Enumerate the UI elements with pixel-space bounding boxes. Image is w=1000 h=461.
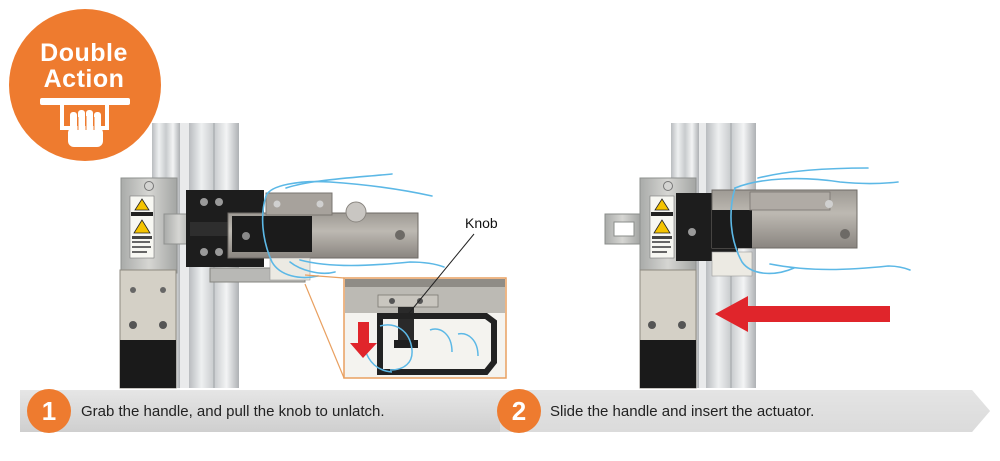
double-action-badge [9,9,161,161]
knob-label: Knob [465,215,498,231]
step-2-number: 2 [497,389,541,433]
right-device-scene [604,123,911,389]
step-1-number: 1 [27,389,71,433]
left-device-scene [119,123,507,389]
hand-outline-left [261,173,445,279]
left-arrow-icon [715,296,890,332]
step-1-text: Grab the handle, and pull the knob to un… [81,403,385,420]
hand-pull-icon [68,110,103,147]
down-arrow-icon [350,322,377,358]
step-2-text: Slide the handle and insert the actuator… [550,403,815,420]
badge-title-line1: Double [40,39,128,67]
badge-title-line2: Action [43,65,125,93]
crush-hazard-label [129,195,155,259]
hand-outline-right [730,167,911,275]
crush-hazard-label [649,195,675,259]
